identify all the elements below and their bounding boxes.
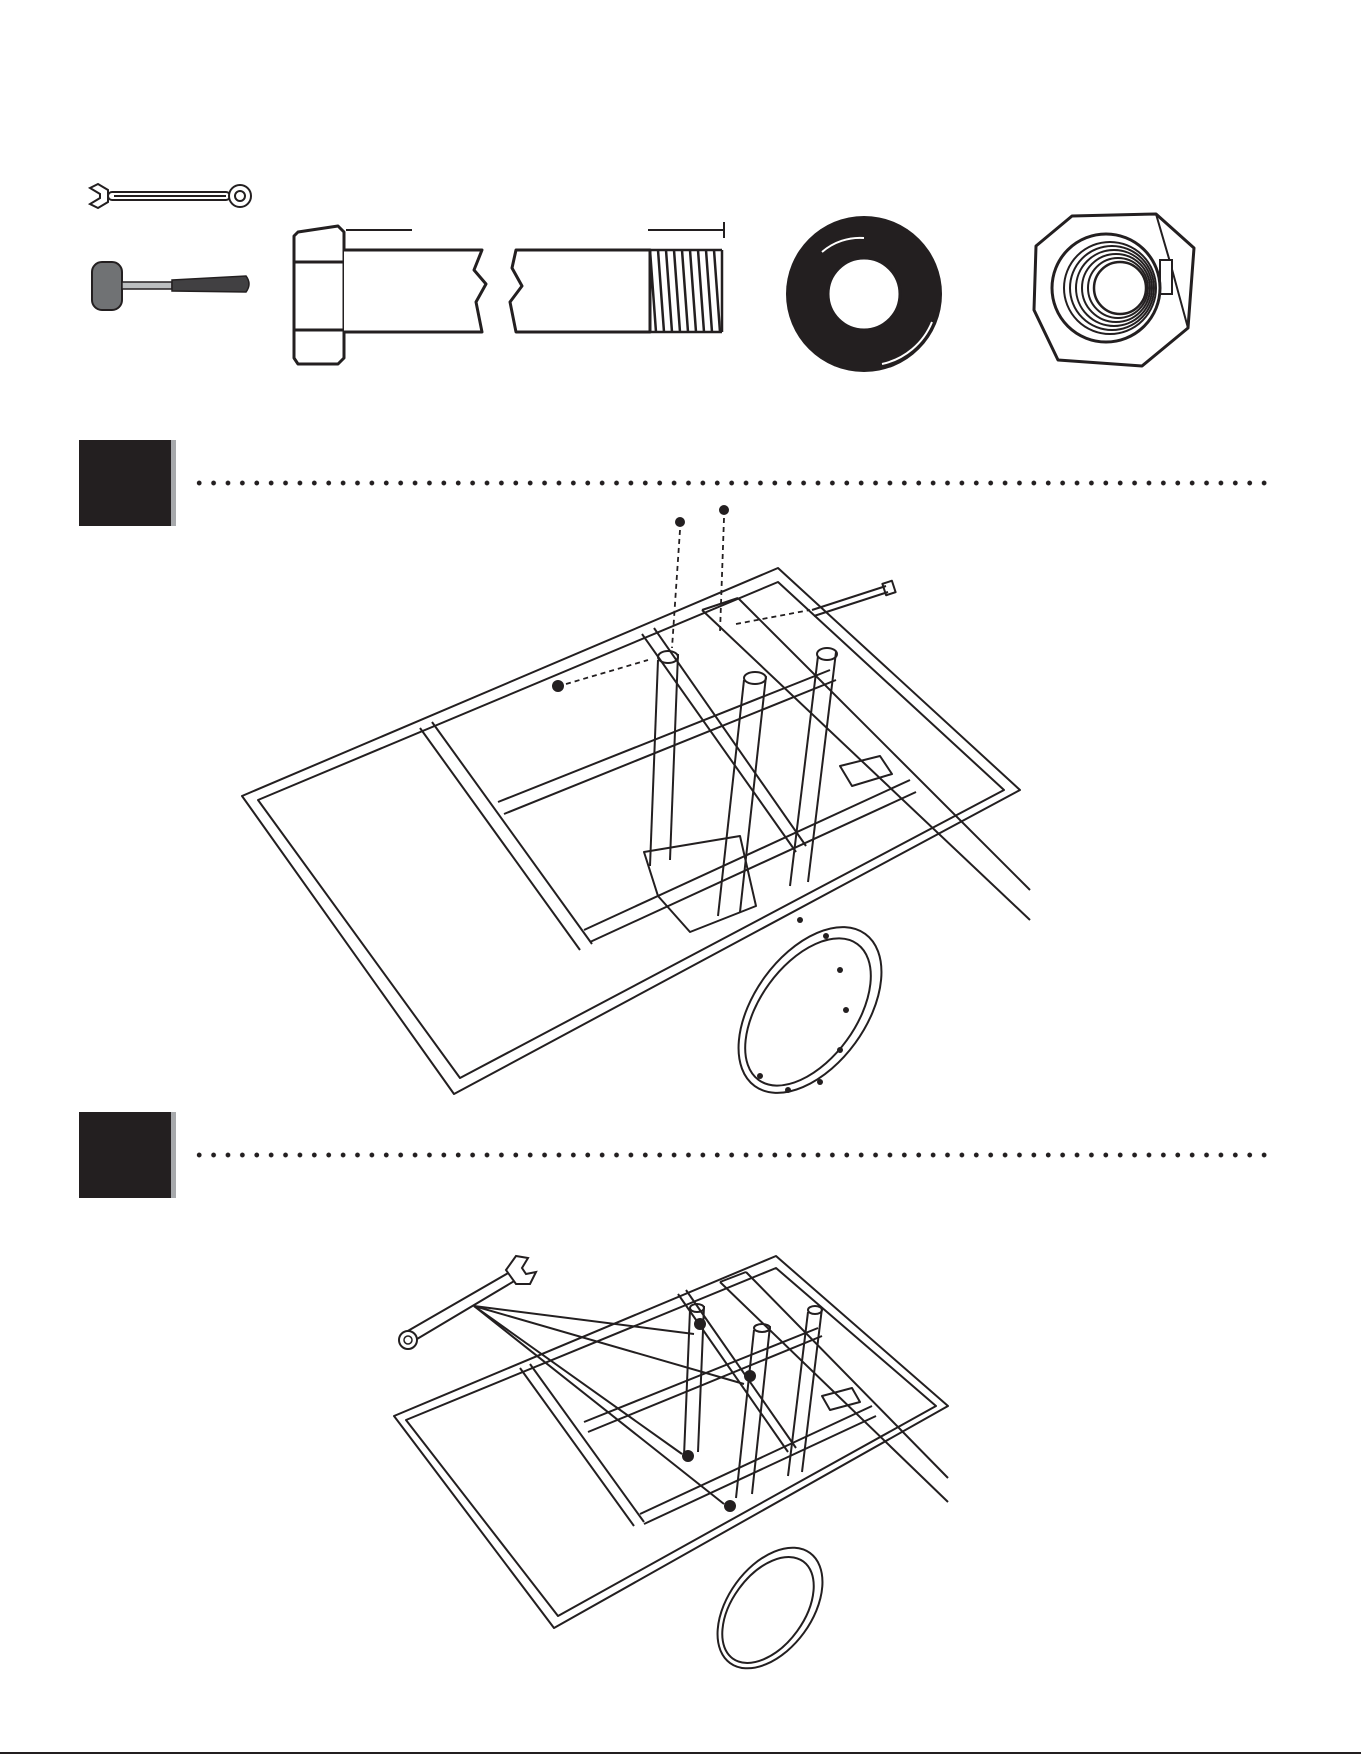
step-1-illustration <box>240 560 1040 1100</box>
step-1-divider <box>192 480 1272 486</box>
wrench-icon <box>398 1250 758 1530</box>
step-2-badge <box>79 1112 171 1198</box>
washer-icon <box>782 212 946 376</box>
nut-icon <box>1030 210 1200 370</box>
wrench-icon <box>86 180 256 212</box>
bolt-icon <box>290 218 730 368</box>
step-1-badge <box>79 440 171 526</box>
footer-rule <box>0 1752 1361 1754</box>
step-2-divider <box>192 1152 1272 1158</box>
mallet-icon <box>88 258 254 316</box>
